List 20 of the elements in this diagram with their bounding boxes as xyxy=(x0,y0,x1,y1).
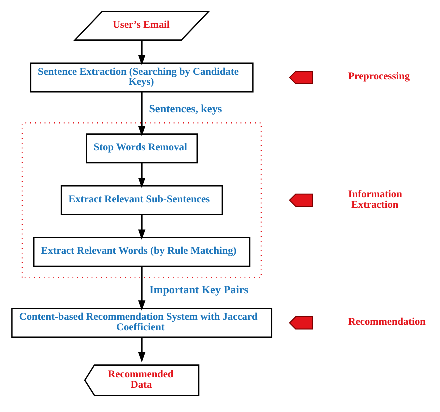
node-box: Sentence Extraction (Searching by Candidate Keys) xyxy=(30,62,254,93)
node-chevron xyxy=(288,71,313,84)
arrow xyxy=(138,338,146,363)
edge-label: Sentences, keys xyxy=(148,104,222,116)
node-chevron xyxy=(288,194,313,208)
node-label: Information Extraction xyxy=(348,190,402,211)
node-box: Content-based Recommendation System with Jaccard Coefficient xyxy=(11,308,272,338)
arrow xyxy=(138,214,146,240)
node-label: Preprocessing xyxy=(348,72,410,83)
node-chevron xyxy=(288,316,313,330)
node-box: Extract Relevant Words (by Rule Matching) xyxy=(32,237,250,268)
node-box: Stop Words Removal xyxy=(86,134,198,164)
arrow xyxy=(138,40,146,66)
node-box: Extract Relevant Sub-Sentences xyxy=(60,185,223,216)
edge-label: Important Key Pairs xyxy=(149,284,248,296)
cluster xyxy=(21,122,262,278)
arrow xyxy=(138,163,146,188)
arrow xyxy=(138,92,146,137)
node-label: Recommendation xyxy=(348,317,426,328)
arrow xyxy=(138,266,146,312)
